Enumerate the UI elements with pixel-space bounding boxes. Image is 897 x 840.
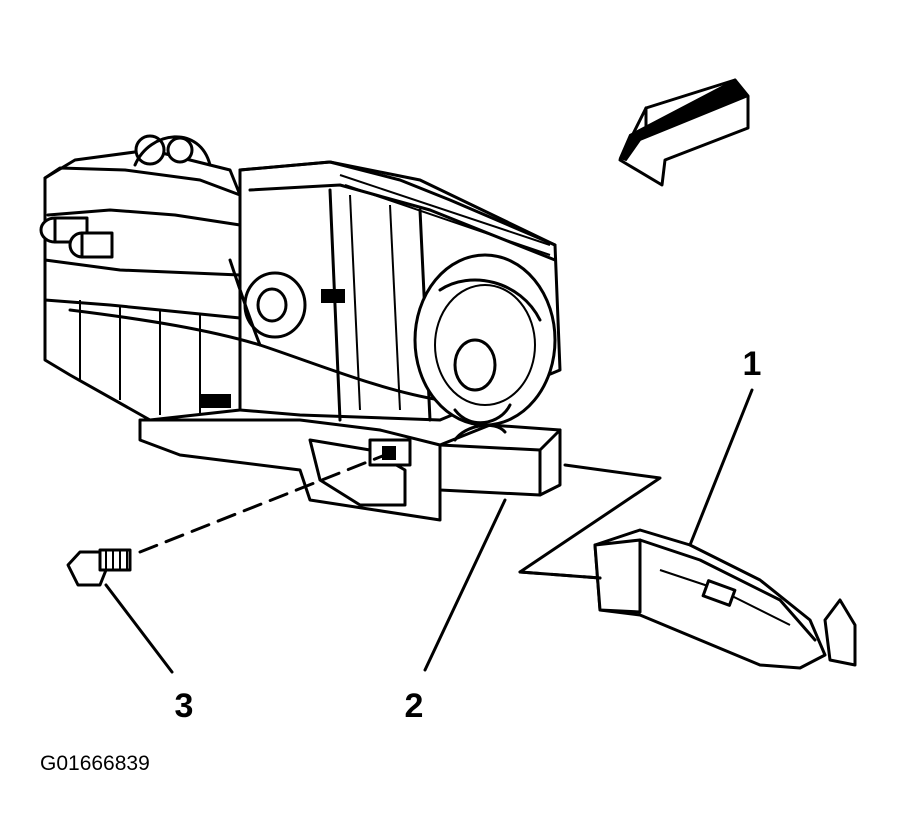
callout-1: 1: [743, 345, 762, 383]
leader-line-2: [423, 498, 507, 672]
part-1-duct: [593, 528, 857, 670]
figure-id: G01666839: [40, 752, 150, 775]
part-2-duct-outlet: [438, 423, 562, 497]
part-3-bolt: [66, 548, 132, 587]
leader-line-1: [688, 388, 754, 547]
hvac-module-housing: [39, 134, 562, 522]
callout-2: 2: [405, 687, 424, 725]
leader-line-3: [104, 583, 174, 674]
bolt-install-line: [138, 453, 387, 554]
callout-3: 3: [175, 687, 194, 725]
direction-arrow: [618, 78, 750, 187]
